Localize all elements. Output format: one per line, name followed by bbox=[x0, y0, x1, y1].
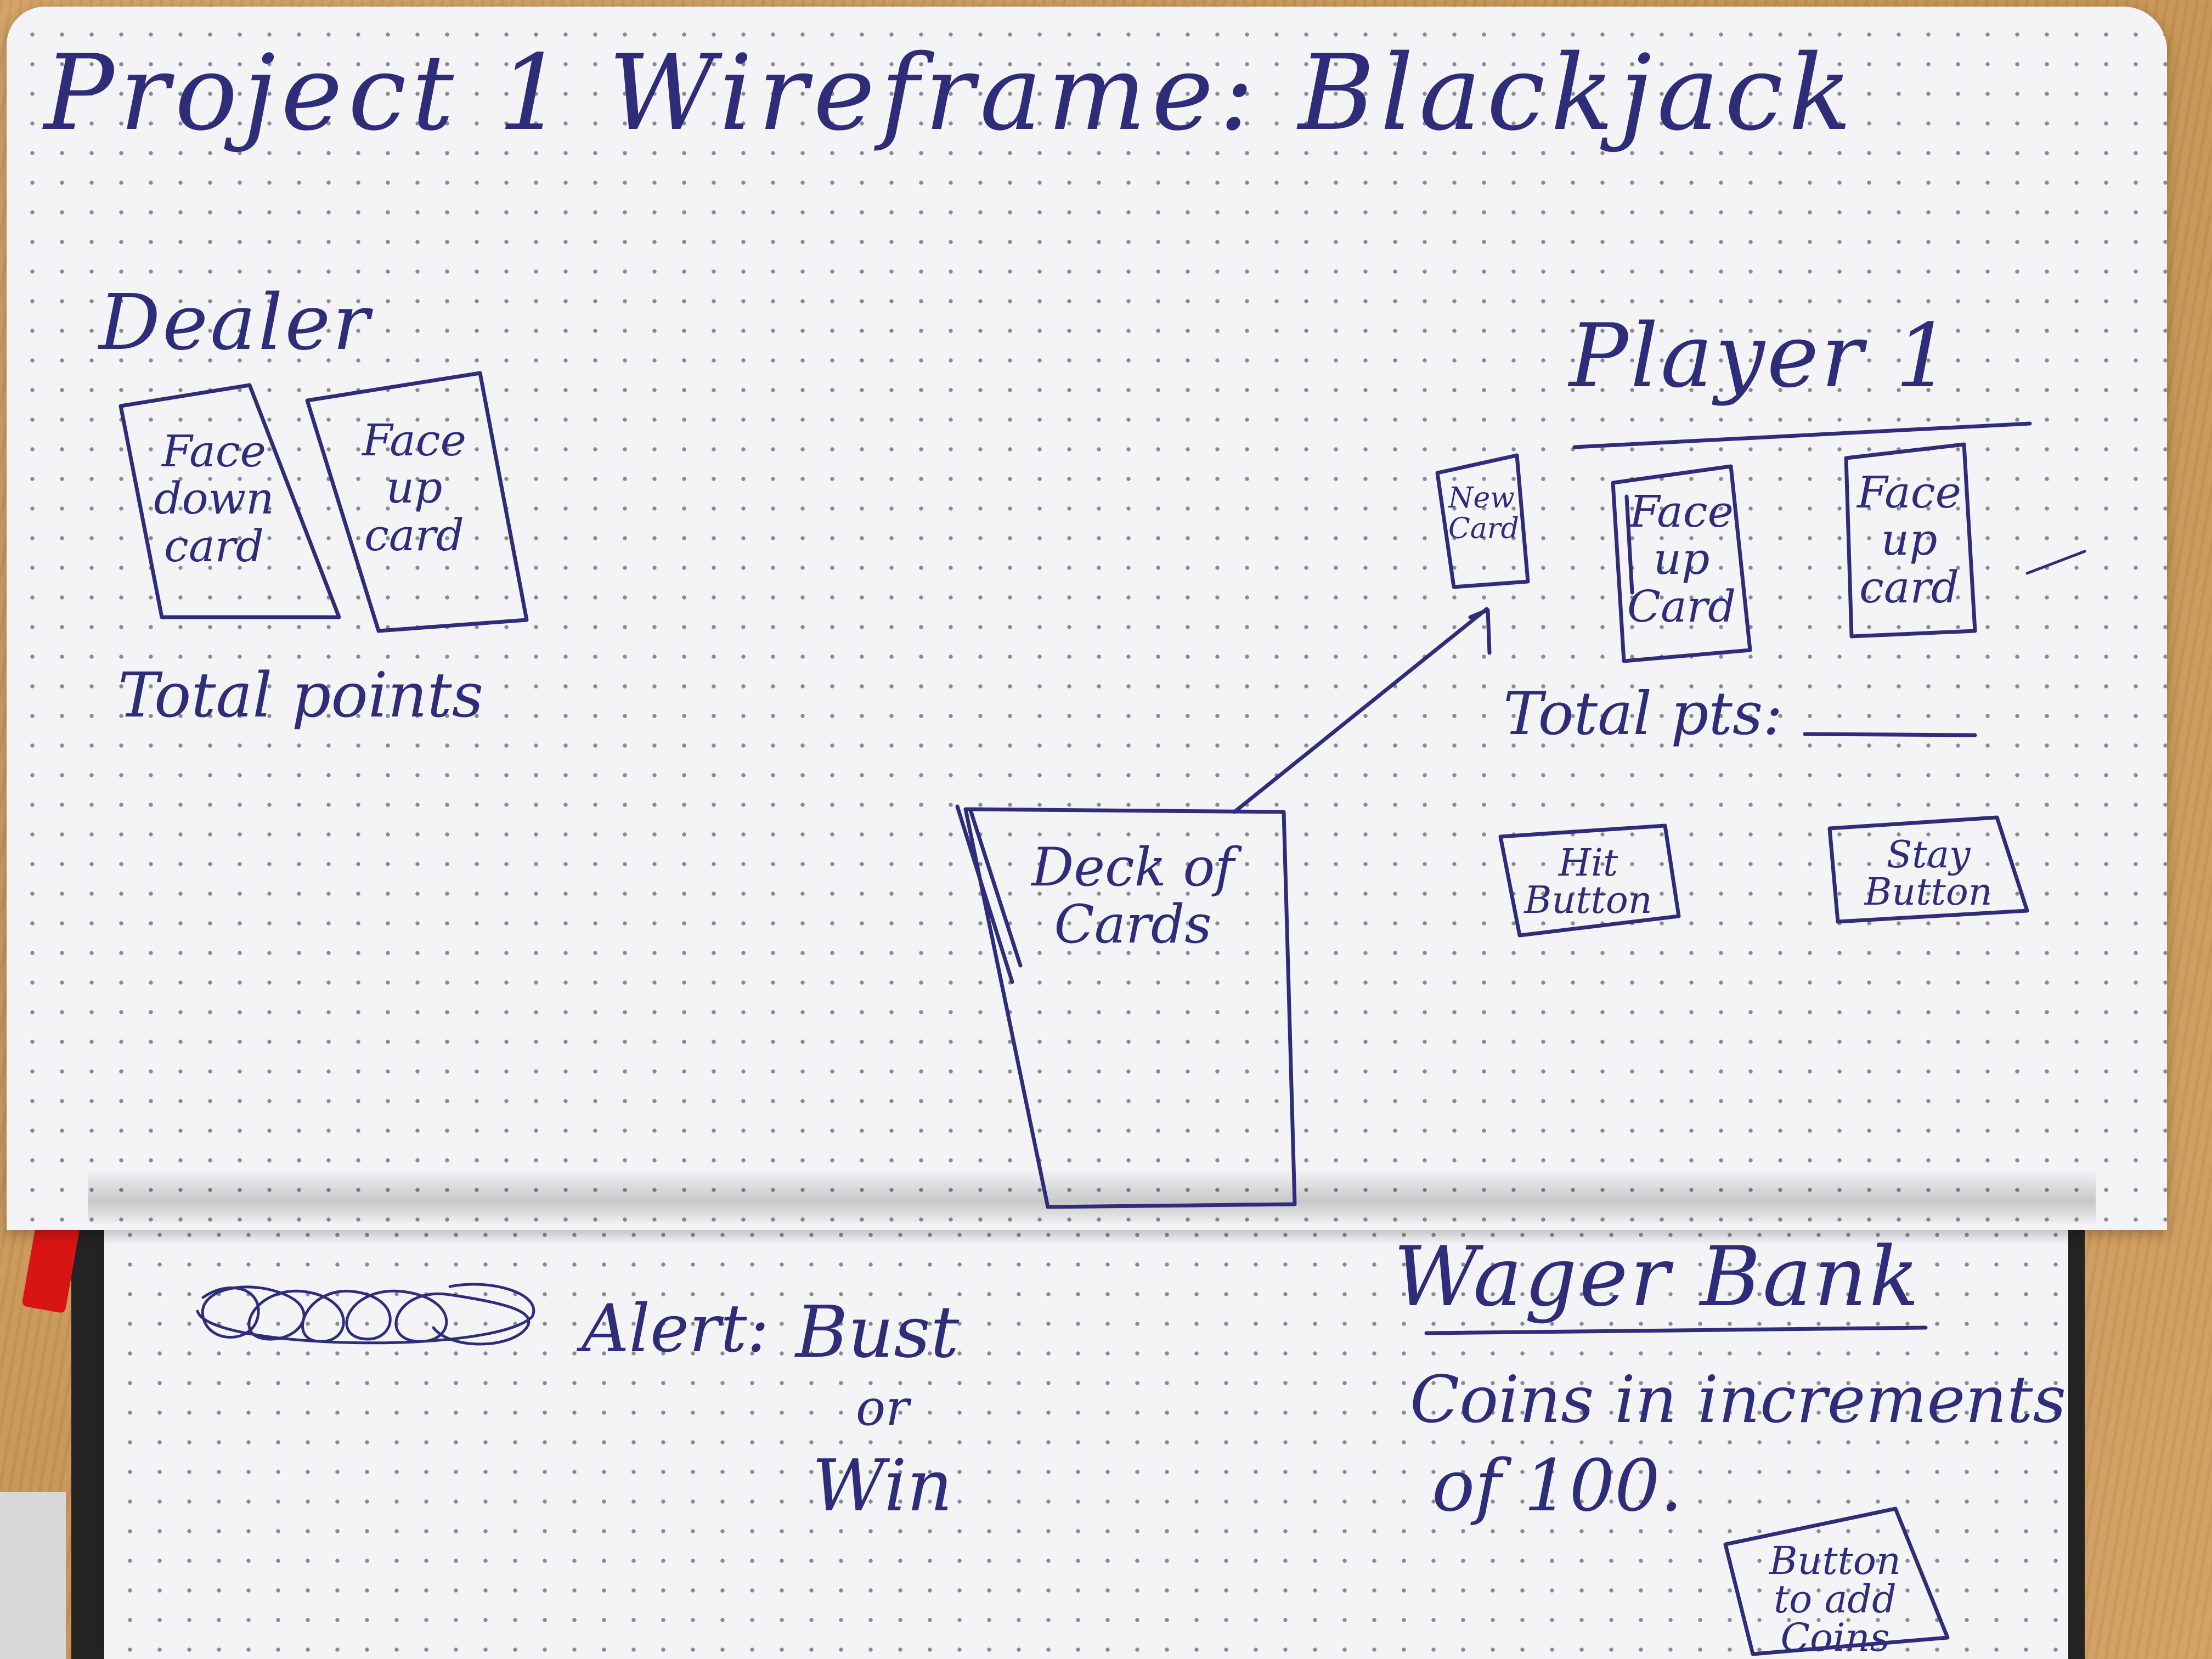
stay-button[interactable]: Stay Button bbox=[1864, 833, 1993, 914]
dealer-card-face-up-label: Face up card bbox=[362, 415, 466, 561]
dealer-card-face-down-outline bbox=[119, 383, 341, 619]
new-card-outline bbox=[1435, 453, 1530, 589]
stay-button-outline bbox=[1827, 815, 2029, 924]
page-title: Project 1 Wireframe: Blackjack bbox=[44, 32, 1858, 154]
add-coins-button-outline bbox=[1723, 1506, 1950, 1656]
player-total-label: Total pts: bbox=[1503, 680, 1783, 748]
player-card-1-label: Face up Card bbox=[1627, 486, 1736, 632]
player-card-2-outline bbox=[1844, 442, 1977, 639]
wager-description-line2: of 100. bbox=[1432, 1444, 1683, 1527]
player-card-1-edge bbox=[1624, 494, 1634, 595]
player-card-2-label: Face up card bbox=[1857, 467, 1961, 613]
new-card-label: New Card bbox=[1448, 482, 1519, 546]
notebook-page-top bbox=[7, 7, 2167, 1230]
dealer-total-label: Total points bbox=[118, 660, 484, 731]
alert-bust: Bust bbox=[795, 1290, 960, 1374]
player-heading-underline bbox=[1572, 421, 2032, 449]
deck-label: Deck of Cards bbox=[1031, 837, 1234, 955]
desk-corner bbox=[0, 1492, 66, 1659]
alert-win: Win bbox=[812, 1444, 953, 1527]
wager-description-line1: Coins in increments bbox=[1410, 1362, 2067, 1437]
dealer-heading: Dealer bbox=[99, 278, 372, 368]
alert-or: or bbox=[856, 1379, 910, 1437]
alert-scribble-icon bbox=[196, 1283, 535, 1346]
player-card-1-outline bbox=[1611, 464, 1752, 663]
dealer-card-face-down-label: Face down card bbox=[154, 426, 274, 572]
deck-outline bbox=[963, 807, 1297, 1209]
deck-stack-edge-2 bbox=[969, 810, 1023, 968]
notebook-page-bottom bbox=[104, 1207, 2068, 1659]
wager-heading-underline bbox=[1424, 1325, 1928, 1335]
wager-heading: Wager Bank bbox=[1393, 1229, 1921, 1325]
deck-stack-edge-1 bbox=[955, 804, 1014, 984]
player-heading: Player 1 bbox=[1569, 304, 1954, 407]
notebook-binding bbox=[88, 1169, 2096, 1223]
dealer-card-face-up-outline bbox=[305, 371, 529, 633]
hit-button[interactable]: Hit Button bbox=[1524, 842, 1652, 922]
deal-arrow-line bbox=[1232, 607, 1489, 814]
total-pts-blank-line bbox=[1803, 732, 1977, 737]
stray-mark bbox=[2025, 550, 2086, 575]
deal-arrow-head bbox=[1468, 608, 1492, 655]
alert-label: Alert: bbox=[582, 1291, 770, 1367]
hit-button-outline bbox=[1498, 823, 1681, 938]
add-coins-button[interactable]: Button to add Coins bbox=[1769, 1538, 1901, 1659]
